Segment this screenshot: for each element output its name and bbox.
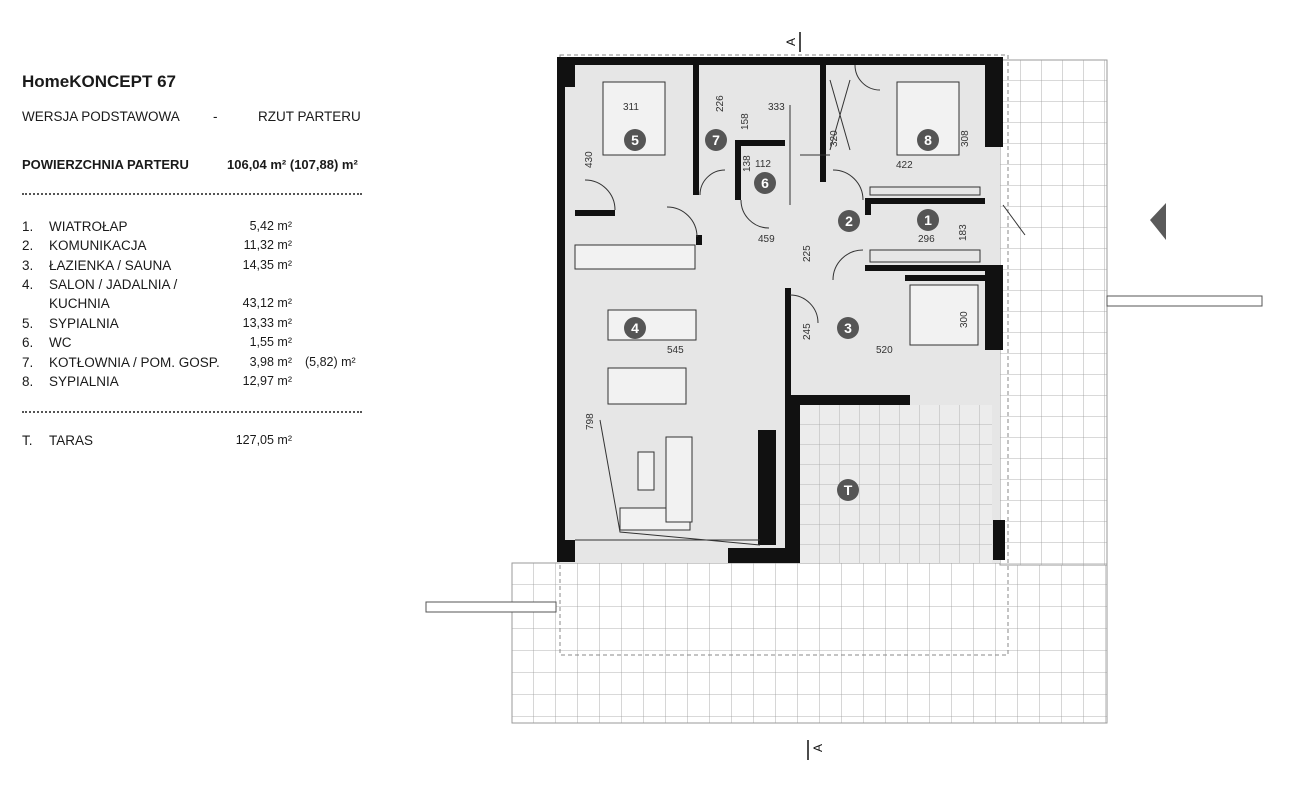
room-area: 43,12 m² (242, 296, 292, 310)
room-name: SALON / JADALNIA / (49, 277, 178, 292)
svg-text:6: 6 (761, 175, 769, 191)
room-marker: 8 (917, 129, 939, 151)
dim-label: 226 (715, 95, 726, 112)
dim-label: 138 (742, 155, 753, 172)
room-row: 7. KOTŁOWNIA / POM. GOSP. 3,98 m² (5,82)… (22, 355, 382, 373)
dim-label: 422 (896, 160, 913, 171)
room-marker: 7 (705, 129, 727, 151)
room-row: 1. WIATROŁAP 5,42 m² (22, 219, 382, 237)
legend-panel: HomeKONCEPT 67 WERSJA PODSTAWOWA - RZUT … (0, 0, 400, 800)
dim-label: 183 (958, 224, 969, 241)
room-name-continued: KUCHNIA (49, 296, 110, 311)
room-number: 6. (22, 335, 34, 350)
room-area: 3,98 m² (249, 355, 292, 369)
room-marker: 6 (754, 172, 776, 194)
room-name: ŁAZIENKA / SAUNA (49, 258, 172, 273)
total-area-label: POWIERZCHNIA PARTERU (22, 157, 189, 172)
room-marker: 4 (624, 317, 646, 339)
dotted-divider (22, 193, 362, 195)
door-swings (584, 64, 1026, 324)
svg-text:7: 7 (712, 132, 720, 148)
room-row: KUCHNIA 43,12 m² (22, 296, 382, 314)
room-area: 127,05 m² (235, 433, 292, 447)
dim-label: 245 (802, 323, 813, 340)
svg-text:2: 2 (845, 213, 853, 229)
room-area-extra: (5,82) m² (305, 355, 356, 369)
side-step (425, 601, 557, 613)
project-title: HomeKONCEPT 67 (22, 72, 176, 91)
terrace-bottom-tiles (511, 562, 1108, 724)
dim-label: 112 (755, 159, 771, 170)
walls (557, 57, 1005, 563)
dim-label: 308 (960, 130, 971, 147)
dim-label: 225 (802, 245, 813, 262)
svg-text:5: 5 (631, 132, 639, 148)
room-name: SYPIALNIA (49, 374, 119, 389)
room-name: WIATROŁAP (49, 219, 128, 234)
total-area-value: 106,04 m² (107,88) m² (227, 157, 358, 172)
floor-plan: 311 226 333 158 320 422 308 430 138 112 … (425, 32, 1263, 760)
terrace-right-tiles (999, 59, 1108, 566)
room-number: 4. (22, 277, 34, 292)
entrance-step (1106, 295, 1263, 307)
room-name: KOMUNIKACJA (49, 238, 147, 253)
section-marks: A A (784, 32, 825, 760)
room-marker: 3 (837, 317, 859, 339)
dim-label: 311 (623, 102, 639, 113)
room-row: 8. SYPIALNIA 12,97 m² (22, 374, 382, 392)
room-name: TARAS (49, 433, 94, 448)
room-row: 3. ŁAZIENKA / SAUNA 14,35 m² (22, 258, 382, 276)
room-number: 1. (22, 219, 34, 234)
room-marker: 2 (838, 210, 860, 232)
section-label-bottom: A (811, 744, 825, 752)
room-number: 7. (22, 355, 34, 370)
room-name: WC (49, 335, 72, 350)
room-number: 5. (22, 316, 34, 331)
dim-label: 333 (768, 102, 785, 113)
dim-label: 300 (959, 311, 970, 328)
dim-label: 459 (758, 234, 775, 245)
dimension-labels: 311 226 333 158 320 422 308 430 138 112 … (584, 95, 971, 430)
room-area: 12,97 m² (242, 374, 292, 388)
room-number: 3. (22, 258, 34, 273)
plan-name: RZUT PARTERU (258, 109, 361, 124)
covered-terrace (797, 405, 992, 563)
svg-text:3: 3 (844, 320, 852, 336)
room-row: 2. KOMUNIKACJA 11,32 m² (22, 238, 382, 256)
dim-label: 158 (740, 113, 751, 130)
version-label: WERSJA PODSTAWOWA (22, 109, 180, 124)
room-markers: 1 2 3 4 5 6 7 8 T (624, 129, 939, 501)
terrace-row: T. TARAS 127,05 m² (22, 433, 382, 451)
room-area: 14,35 m² (242, 258, 292, 272)
dim-label: 430 (584, 151, 595, 168)
room-name: SYPIALNIA (49, 316, 119, 331)
dim-label: 798 (585, 413, 596, 430)
room-number: 2. (22, 238, 34, 253)
version-separator: - (213, 109, 218, 124)
svg-text:4: 4 (631, 320, 639, 336)
room-area: 1,55 m² (249, 335, 292, 349)
section-label-top: A (784, 38, 798, 46)
dim-label: 545 (667, 345, 684, 356)
svg-text:T: T (844, 482, 853, 498)
room-marker: 1 (917, 209, 939, 231)
room-area: 13,33 m² (242, 316, 292, 330)
dim-label: 296 (918, 234, 935, 245)
dim-label: 520 (876, 345, 893, 356)
room-area: 11,32 m² (243, 238, 292, 252)
room-name: KOTŁOWNIA / POM. GOSP. (49, 355, 220, 370)
room-number: 8. (22, 374, 34, 389)
room-marker: T (837, 479, 859, 501)
svg-text:8: 8 (924, 132, 932, 148)
room-marker: 5 (624, 129, 646, 151)
dotted-divider (22, 411, 362, 413)
room-area: 5,42 m² (249, 219, 292, 233)
room-row: 4. SALON / JADALNIA / (22, 277, 382, 295)
room-row: 6. WC 1,55 m² (22, 335, 382, 353)
room-number: T. (22, 433, 33, 448)
dim-label: 320 (829, 130, 840, 147)
svg-text:1: 1 (924, 212, 932, 228)
entrance-arrow-icon (1150, 203, 1166, 240)
room-row: 5. SYPIALNIA 13,33 m² (22, 316, 382, 334)
